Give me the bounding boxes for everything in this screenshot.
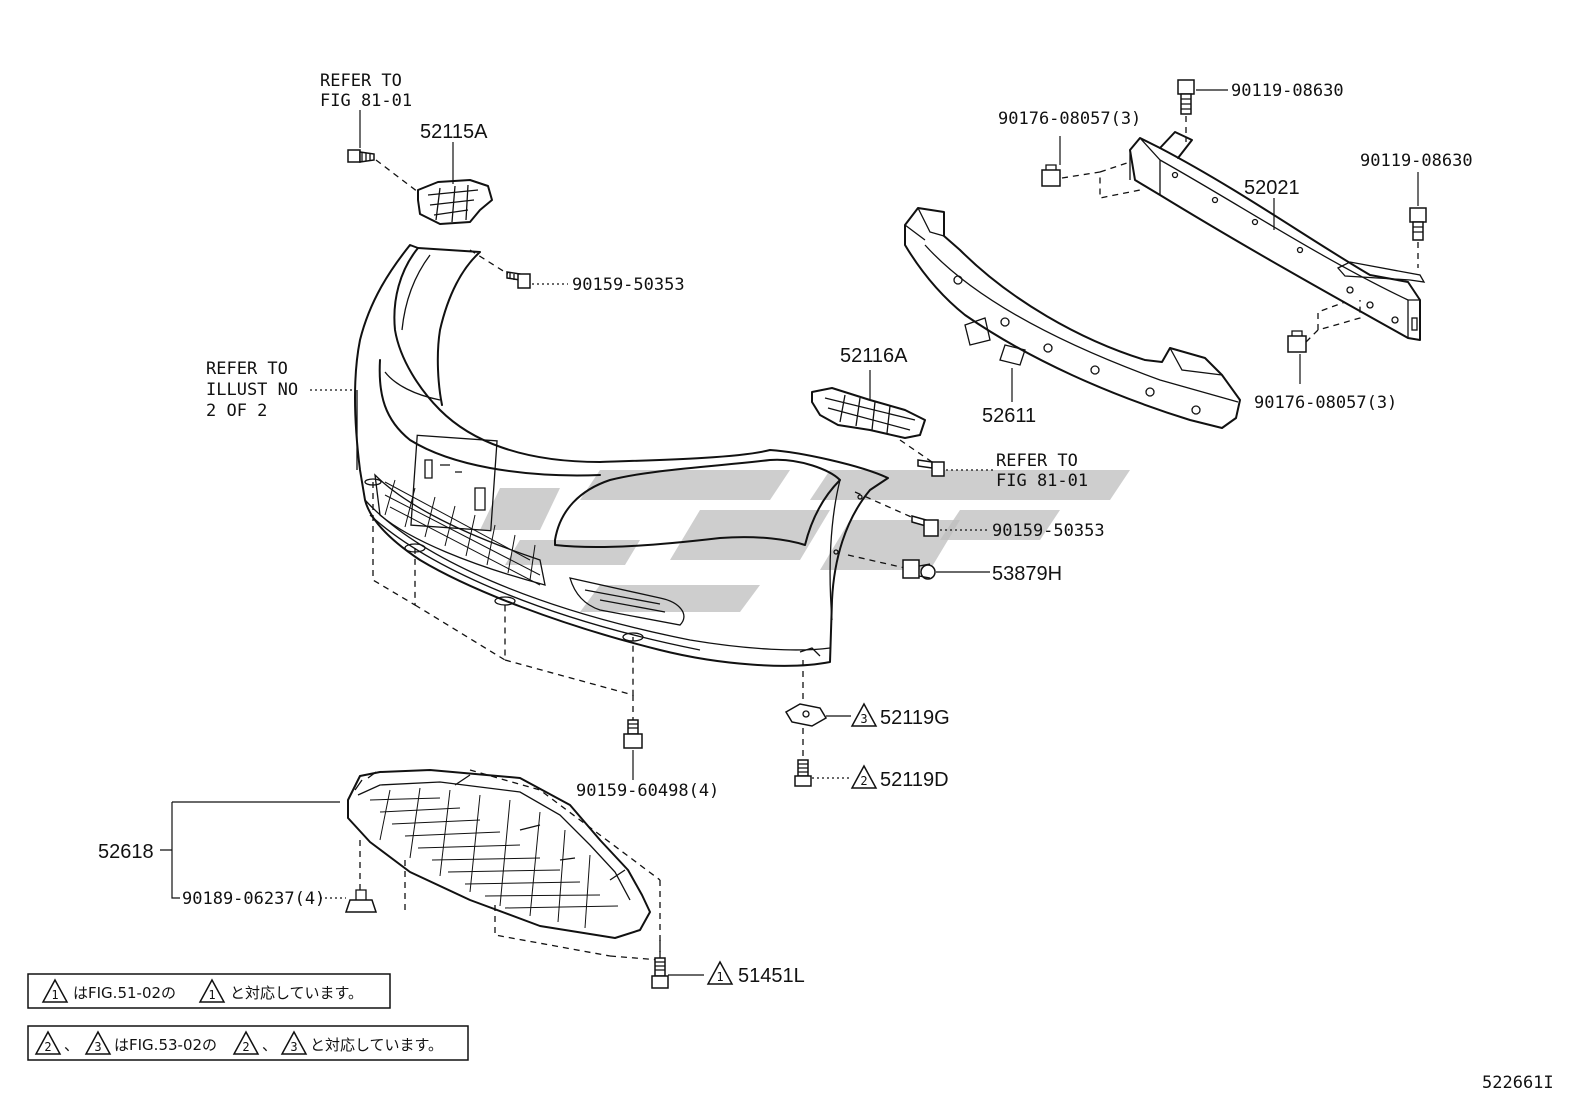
part-number-90119-08630-top: 90119-08630 — [1231, 81, 1344, 101]
svg-text:1: 1 — [208, 988, 215, 1002]
leader-dash-90176-left — [1061, 161, 1141, 199]
part-number-52116A: 52116A — [840, 345, 908, 367]
note-1-end: と対応しています。 — [230, 984, 363, 1002]
svg-text:1: 1 — [716, 970, 723, 984]
part-number-52021: 52021 — [1244, 177, 1300, 199]
screw-51451L — [651, 957, 669, 989]
part-number-90119-08630-right: 90119-08630 — [1360, 151, 1473, 171]
part-number-90159-60498: 90159-60498(4) — [576, 781, 719, 801]
svg-text:2: 2 — [242, 1040, 249, 1054]
leader-dash-53879H — [847, 554, 906, 569]
bolt-90159-60498 — [623, 719, 643, 749]
svg-text:2: 2 — [44, 1040, 51, 1054]
illustration-code: 522661I — [1482, 1073, 1554, 1093]
note-2-sep1: 、 — [64, 1036, 79, 1054]
part-number-52618: 52618 — [98, 841, 154, 863]
bolt-90159-50353-mid — [911, 515, 939, 537]
note-1-middle: はFIG.51-02の — [73, 984, 176, 1002]
refer-fig-mid-line1: REFER TO — [996, 451, 1078, 471]
svg-text:3: 3 — [290, 1040, 297, 1054]
note-box-2: 2 、 3 はFIG.53-02の 2 、 3 と対応しています。 — [27, 1025, 469, 1061]
triangle-marker-1-51451L: 1 — [706, 960, 734, 985]
leader-dash-90159-top — [469, 249, 509, 275]
svg-text:3: 3 — [94, 1040, 101, 1054]
nut-90176-08057-right — [1287, 330, 1307, 353]
note-2-sep2: 、 — [262, 1036, 277, 1054]
refer-fig-top-line2: FIG 81-01 — [320, 91, 412, 111]
clip-90189-06237 — [344, 889, 378, 913]
part-number-90176-08057-left: 90176-08057(3) — [998, 109, 1141, 129]
under-cover-dashed-outline — [359, 769, 661, 961]
bolt-90159-50353-top — [506, 271, 531, 289]
clip-53879H — [902, 559, 936, 580]
bracket-52116A — [811, 387, 926, 439]
nut-90176-08057-left — [1041, 164, 1061, 187]
part-number-53879H: 53879H — [992, 563, 1062, 585]
part-number-52119D: 52119D — [880, 769, 949, 791]
part-number-52611: 52611 — [982, 405, 1036, 427]
leader-dash-90176-right — [1305, 300, 1361, 343]
bolt-90119-08630-top — [1177, 79, 1195, 115]
energy-absorber-52611 — [904, 207, 1241, 429]
part-number-90189-06237: 90189-06237(4) — [182, 889, 325, 909]
svg-text:3: 3 — [860, 712, 867, 726]
note-box-1: 1 はFIG.51-02の 1 と対応しています。 — [27, 973, 391, 1009]
part-number-51451L: 51451L — [738, 965, 805, 987]
part-number-52115A: 52115A — [420, 121, 488, 143]
refer-fig-top-line1: REFER TO — [320, 71, 402, 91]
bolt-90119-08630-right — [1409, 207, 1427, 241]
part-number-90159-50353-mid: 90159-50353 — [992, 521, 1105, 541]
triangle-marker-2-52119D: 2 — [850, 764, 878, 789]
engine-under-cover-52618 — [347, 769, 651, 939]
svg-text:2: 2 — [860, 774, 867, 788]
note-2-middle: はFIG.53-02の — [114, 1036, 217, 1054]
part-number-90176-08057-right: 90176-08057(3) — [1254, 393, 1397, 413]
bracket-52115A — [417, 179, 493, 225]
leader-dash-52116A-bolt — [899, 439, 933, 463]
triangle-marker-3-52119G: 3 — [850, 702, 878, 727]
bolt-leader-52115A — [375, 159, 419, 193]
part-number-52119G: 52119G — [880, 707, 950, 729]
bolt-refer-top — [347, 149, 375, 163]
part-number-90159-50353-top: 90159-50353 — [572, 275, 685, 295]
svg-text:1: 1 — [51, 988, 58, 1002]
bolt-refer-mid — [917, 459, 945, 477]
bumper-projection-lines — [372, 482, 634, 720]
refer-illust-line1: REFER TO — [206, 359, 288, 379]
refer-illust-line3: 2 OF 2 — [206, 401, 267, 421]
bumper-reinforcement-52021 — [1129, 131, 1426, 341]
refer-illust-line2: ILLUST NO — [206, 380, 298, 400]
note-2-end: と対応しています。 — [310, 1036, 443, 1054]
front-bumper-cover — [354, 244, 889, 667]
leader-dash-90159-mid — [854, 491, 919, 521]
leader-52618 — [160, 801, 340, 899]
nut-52119G — [784, 703, 828, 727]
watermark-logo — [480, 470, 1130, 612]
refer-fig-mid-line2: FIG 81-01 — [996, 471, 1088, 491]
screw-52119D — [794, 759, 812, 787]
